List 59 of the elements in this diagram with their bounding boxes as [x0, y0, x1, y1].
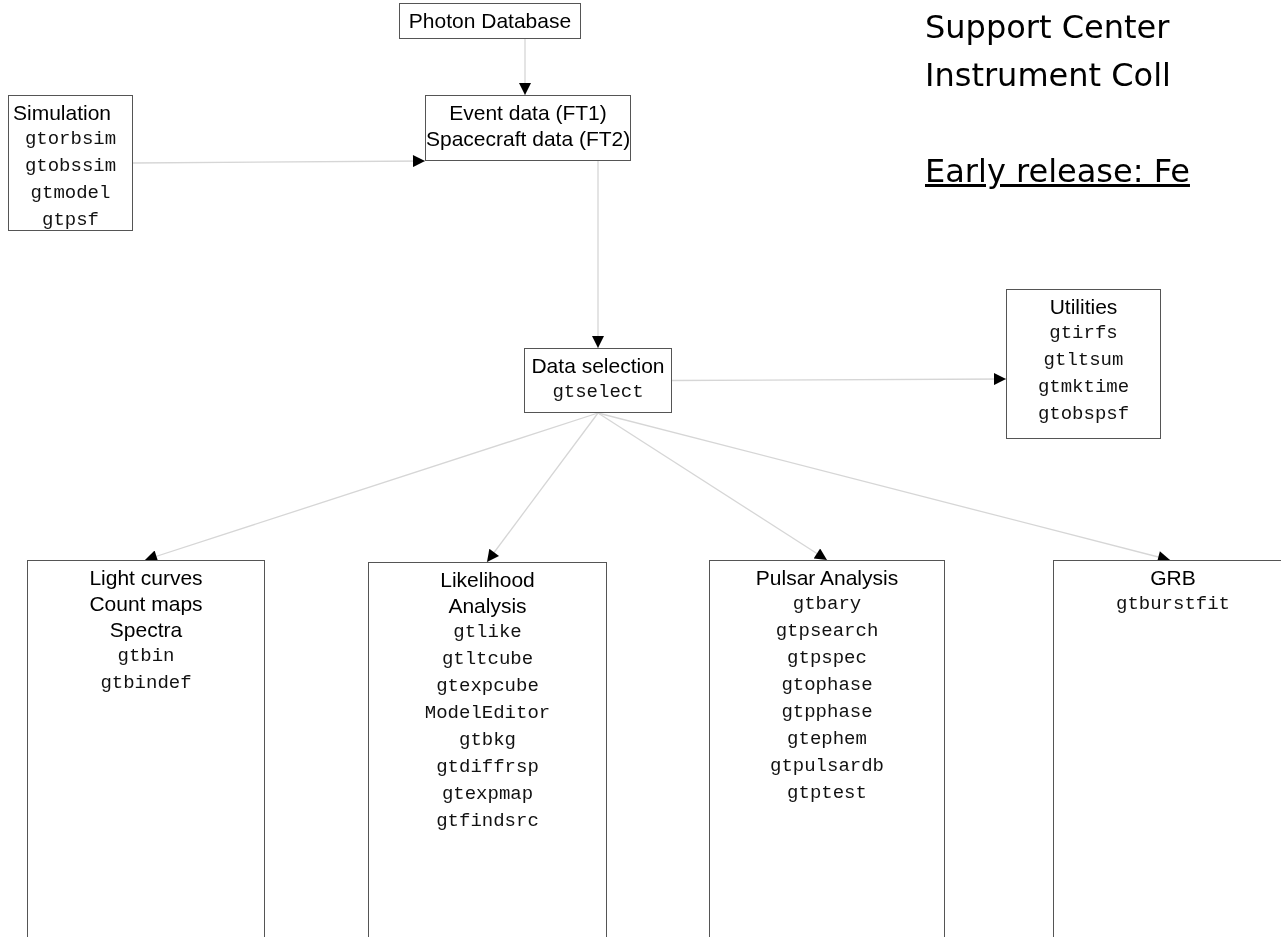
- tool-name: gtltsum: [1043, 348, 1124, 373]
- process-box: [399, 3, 581, 39]
- tool-name: gtbkg: [459, 728, 516, 753]
- tool-name: gtexpcube: [436, 674, 539, 699]
- note-text: Early release: Fe: [925, 152, 1190, 190]
- tool-name: gtephem: [787, 727, 867, 752]
- process-box: [8, 95, 133, 231]
- tool-name: gtptest: [787, 781, 867, 806]
- process-box: [425, 95, 631, 161]
- box-heading: Utilities: [1049, 294, 1118, 320]
- arrow: [671, 373, 1007, 386]
- tool-name: gtexpmap: [441, 782, 534, 807]
- tool-name: gtselect: [552, 380, 644, 405]
- box-heading: Data selection: [531, 353, 665, 379]
- tool-name: gtophase: [781, 673, 873, 698]
- process-box: [1053, 560, 1281, 937]
- process-box: [524, 348, 672, 413]
- tool-name: gtpspec: [787, 646, 867, 671]
- arrow: [132, 155, 426, 168]
- tool-name: ModelEditor: [424, 701, 551, 726]
- tool-name: gtfindsrc: [436, 809, 539, 834]
- tool-name: gtdiffrsp: [436, 755, 539, 780]
- note-text: Support Center: [925, 8, 1170, 46]
- tool-name: gtorbsim: [24, 127, 117, 152]
- box-heading: Light curves: [89, 565, 203, 591]
- tool-name: gtpulsardb: [770, 754, 884, 779]
- box-heading: Pulsar Analysis: [755, 565, 899, 591]
- box-text: Spectra: [109, 617, 183, 643]
- tool-name: gtpphase: [781, 700, 873, 725]
- tool-name: gtobssim: [24, 154, 117, 179]
- arrow: [592, 160, 604, 349]
- arrow: [597, 412, 828, 561]
- tool-name: gtobspsf: [1037, 402, 1130, 427]
- arrow: [144, 412, 599, 562]
- box-heading: Photon Database: [408, 8, 572, 34]
- tool-name: gtltcube: [441, 647, 534, 672]
- box-heading: Likelihood Analysis: [439, 567, 536, 619]
- tool-name: gtbin: [117, 644, 175, 669]
- box-text: Spacecraft data (FT2): [426, 126, 631, 152]
- process-box: [709, 560, 945, 937]
- tool-name: gtirfs: [1049, 321, 1118, 346]
- box-heading: Simulation: [13, 100, 112, 126]
- process-box: [1006, 289, 1161, 439]
- note-text: Instrument Coll: [925, 56, 1171, 94]
- process-box: [368, 562, 607, 937]
- arrow: [519, 38, 531, 96]
- arrow: [486, 412, 599, 563]
- tool-name: gtpsf: [42, 208, 99, 233]
- tool-name: gtpsearch: [775, 619, 879, 644]
- tool-name: gtmodel: [30, 181, 111, 206]
- tool-name: gtbindef: [100, 671, 192, 696]
- box-heading: GRB: [1150, 565, 1196, 591]
- tool-name: gtmktime: [1037, 375, 1130, 400]
- tool-name: gtbary: [792, 592, 862, 617]
- box-heading: Event data (FT1): [449, 100, 607, 126]
- process-box: [27, 560, 265, 937]
- tool-name: gtburstfit: [1116, 592, 1230, 617]
- box-text: Count maps: [89, 591, 203, 617]
- tool-name: gtlike: [453, 620, 522, 645]
